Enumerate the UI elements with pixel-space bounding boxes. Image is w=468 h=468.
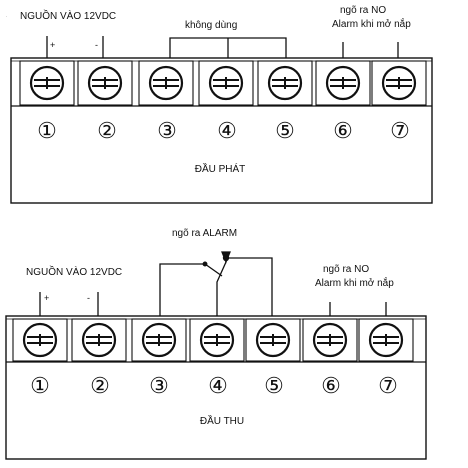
receiver-alarm-open-label: Alarm khi mở nắp: [315, 276, 394, 289]
transmitter-terminal-number: ①: [37, 119, 57, 144]
receiver-terminal-number: ②: [90, 374, 110, 399]
transmitter-terminal-number: ⑦: [390, 119, 410, 144]
transmitter-screw-7: [371, 60, 427, 106]
receiver-wire-3: [159, 263, 205, 316]
transmitter-terminal-number: ⑥: [333, 119, 353, 144]
transmitter-unused-label: không dùng: [185, 20, 237, 31]
transmitter-minus-sign: -: [95, 40, 98, 50]
receiver-wires: [39, 251, 387, 316]
transmitter-terminal-number: ②: [97, 119, 117, 144]
receiver-screw-1: [12, 318, 68, 362]
receiver-relay-contact: [204, 263, 223, 277]
transmitter-screws: [19, 60, 427, 106]
receiver-terminal-number: ③: [149, 374, 169, 399]
svg-text:.: .: [6, 13, 7, 18]
transmitter-terminal-number: ④: [217, 119, 237, 144]
receiver-terminal-number: ⑤: [264, 374, 284, 399]
receiver-wire-5: [226, 257, 273, 316]
transmitter-screw-3: [138, 60, 194, 106]
receiver-alarm-output-label: ngõ ra ALARM: [172, 228, 237, 239]
receiver-screw-3: [131, 318, 187, 362]
receiver-relay-pivot: [202, 261, 208, 267]
receiver-power-label: NGUỒN VÀO 12VDC: [26, 265, 122, 278]
receiver-relay-marker: [221, 251, 231, 264]
receiver-wire-4: [216, 261, 227, 316]
receiver-screw-4: [189, 318, 245, 362]
transmitter-power-label: NGUỒN VÀO 12VDC: [20, 9, 116, 22]
transmitter-block: . NGUỒN VÀO 12VDC + - không dùng ngõ ra …: [6, 5, 433, 204]
transmitter-screw-6: [315, 60, 371, 106]
transmitter-screw-1: [19, 60, 75, 106]
transmitter-screw-2: [77, 60, 133, 106]
receiver-screw-5: [245, 318, 301, 362]
receiver-minus-sign: -: [87, 293, 90, 303]
transmitter-screw-5: [257, 60, 313, 106]
transmitter-plus-sign: +: [50, 40, 55, 50]
transmitter-no-output-label: ngõ ra NO: [340, 5, 386, 16]
transmitter-screw-4: [198, 60, 254, 106]
receiver-terminal-number: ⑥: [321, 374, 341, 399]
transmitter-terminal-numbers: ① ② ③ ④ ⑤ ⑥ ⑦: [37, 119, 410, 144]
receiver-screw-6: [302, 318, 358, 362]
transmitter-wires: [46, 36, 399, 58]
receiver-screw-7: [358, 318, 414, 362]
transmitter-terminal-number: ③: [157, 119, 177, 144]
receiver-block: ngõ ra ALARM NGUỒN VÀO 12VDC + - ngõ ra …: [5, 228, 427, 460]
receiver-plus-sign: +: [44, 293, 49, 303]
transmitter-terminal-number: ⑤: [275, 119, 295, 144]
transmitter-unit-label: ĐẦU PHÁT: [195, 162, 246, 175]
receiver-terminal-number: ④: [208, 374, 228, 399]
receiver-terminal-block: [5, 315, 427, 460]
receiver-screw-2: [71, 318, 127, 362]
receiver-unit-label: ĐẦU THU: [200, 414, 244, 427]
transmitter-alarm-open-label: Alarm khi mở nắp: [332, 17, 411, 30]
receiver-terminal-number: ①: [30, 374, 50, 399]
receiver-screws: [12, 318, 414, 362]
receiver-terminal-numbers: ① ② ③ ④ ⑤ ⑥ ⑦: [30, 374, 398, 399]
receiver-no-output-label: ngõ ra NO: [323, 264, 369, 275]
receiver-terminal-number: ⑦: [378, 374, 398, 399]
